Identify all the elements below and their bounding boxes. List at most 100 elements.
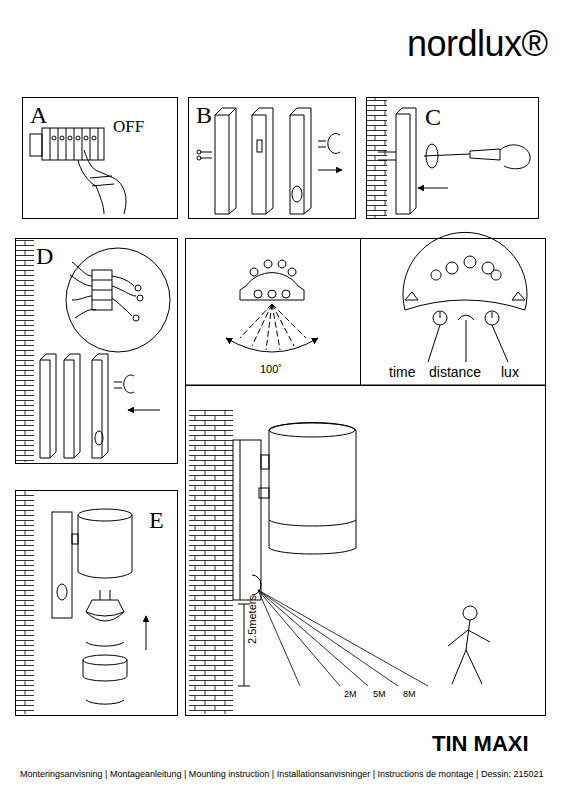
sensor-range-art [240, 304, 306, 350]
brand-logo: nordlux® [407, 24, 548, 64]
main-lamp-art [463, 606, 477, 620]
panel-b-art [252, 108, 273, 214]
panel-b-art [197, 150, 201, 154]
main-lamp-art [269, 423, 355, 437]
panel-d-art [40, 354, 56, 458]
step-letter: E [149, 507, 164, 533]
sensor-controls-art [405, 292, 525, 300]
main-lamp-art [233, 423, 490, 687]
sensor-controls-art [428, 320, 508, 362]
panel-e-art [86, 590, 124, 621]
main-lamp-art [258, 590, 428, 686]
panel-b-art [318, 170, 342, 171]
main-lamp-art [233, 440, 261, 600]
panel-c-art [378, 108, 530, 214]
instruction-panel: 2.5meters2M5M8M [185, 385, 546, 716]
step-letter: B [196, 102, 212, 128]
panel-d-art [92, 354, 108, 458]
panel-label: distance [429, 365, 481, 380]
main-lamp-art [269, 423, 356, 555]
panel-e-art [72, 534, 78, 544]
panel-a-art [60, 136, 64, 140]
panel-a-art [68, 136, 72, 140]
step-letter: D [36, 243, 53, 269]
panel-a-art [84, 136, 88, 140]
panel-a-art [90, 176, 114, 186]
panel-c-art [418, 188, 448, 189]
instruction-panel: B [188, 97, 356, 219]
main-lamp-art [240, 440, 241, 600]
sensor-controls-art [433, 311, 447, 325]
sensor-controls-art [492, 312, 493, 318]
panel-label: 2M [344, 690, 357, 700]
panel-a-art [78, 160, 104, 214]
panel-b-art [292, 186, 302, 202]
panel-e-art [146, 616, 147, 650]
main-lamp-art [448, 620, 490, 684]
sensor-range-art [282, 290, 290, 298]
panel-c-art [396, 108, 416, 214]
sensor-controls-art [403, 232, 527, 310]
panel-b-art [200, 152, 212, 158]
instruction-panel: D [15, 238, 178, 464]
sensor-controls-art [431, 270, 501, 280]
panel-e-art [57, 584, 67, 600]
panel-e-art [86, 700, 124, 704]
panel-b-art [257, 140, 262, 152]
panel-e-art [83, 660, 127, 681]
panel-c-art [378, 152, 396, 160]
panel-label: 8M [403, 690, 416, 700]
panel-c-art [424, 149, 500, 160]
panel-d-art [92, 270, 112, 310]
panel-d-art [92, 280, 112, 300]
panel-d-art [70, 262, 96, 318]
sensor-range-art [268, 290, 276, 298]
panel-a-art [52, 136, 56, 140]
product-name: TIN MAXI [432, 732, 529, 756]
sensor-controls-art [403, 232, 527, 362]
step-letter: OFF [113, 118, 144, 137]
main-lamp-art [261, 455, 269, 469]
panel-d-art [64, 354, 80, 458]
panel-label: lux [501, 365, 519, 380]
panel-d-art [40, 248, 170, 458]
sensor-range-art [226, 338, 318, 352]
step-letter: C [425, 104, 441, 130]
sensor-controls-art [440, 312, 441, 318]
panel-b-art [215, 108, 236, 214]
panel-d-art [95, 431, 103, 445]
panel-d-art [66, 248, 170, 352]
panel-b-art [197, 108, 342, 214]
step-letter: A [30, 102, 47, 128]
caption-line: Monteringsanvisning | Montageanleitung |… [20, 770, 544, 780]
panel-d-art [112, 276, 136, 316]
panel-b-art [318, 141, 326, 147]
brick-wall [16, 491, 34, 714]
sensor-controls-art [458, 315, 474, 320]
panel-a-art [76, 136, 80, 140]
panel-e-art [52, 512, 72, 618]
panel-label: 2.5meters [246, 595, 258, 644]
panel-d-art [137, 295, 143, 301]
brick-wall [367, 98, 387, 218]
panel-label: time [389, 365, 415, 380]
instruction-panel: 100˚ [185, 238, 361, 386]
panel-a-art [30, 134, 42, 156]
sensor-range-art [240, 273, 304, 300]
instruction-panel: C [366, 97, 539, 219]
panel-e-art [78, 509, 132, 521]
instruction-panel: A OFF [22, 97, 178, 219]
sensor-controls-art [464, 256, 476, 268]
brick-wall [189, 410, 233, 714]
panel-a-art [92, 136, 96, 140]
brick-wall [16, 239, 34, 462]
panel-b-art [328, 134, 340, 154]
sensor-range-art [254, 290, 262, 298]
panel-d-art [124, 375, 134, 393]
sensor-range-art [226, 260, 318, 352]
panel-d-art [114, 382, 122, 388]
panel-a-art [30, 128, 126, 214]
sensor-controls-art [405, 300, 525, 310]
